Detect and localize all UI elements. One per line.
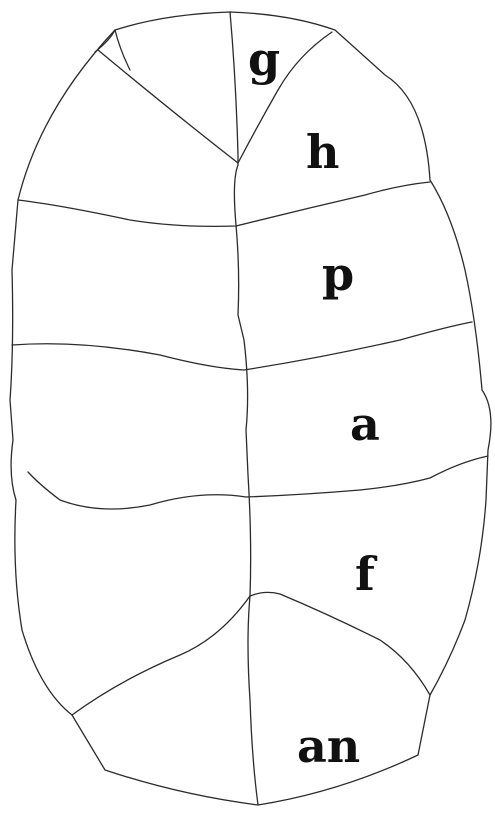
label-femoral: f [355, 547, 378, 601]
humeral-pectoral-seam [18, 182, 430, 226]
label-pectoral: p [322, 247, 354, 301]
label-abdominal: a [350, 397, 380, 451]
left-gular-humeral-seam [98, 50, 238, 163]
label-gular: g [248, 32, 280, 86]
gular-base-seam [95, 30, 130, 70]
plastron-outline [10, 12, 491, 805]
scute-labels: g h p a f an [248, 32, 380, 773]
outer-outline [10, 12, 491, 805]
midline-seam [230, 12, 258, 805]
femoral-anal-seam [72, 592, 430, 715]
seams [12, 12, 488, 805]
label-anal: an [297, 719, 360, 773]
abdominal-femoral-seam [28, 456, 488, 509]
label-humeral: h [306, 125, 339, 179]
